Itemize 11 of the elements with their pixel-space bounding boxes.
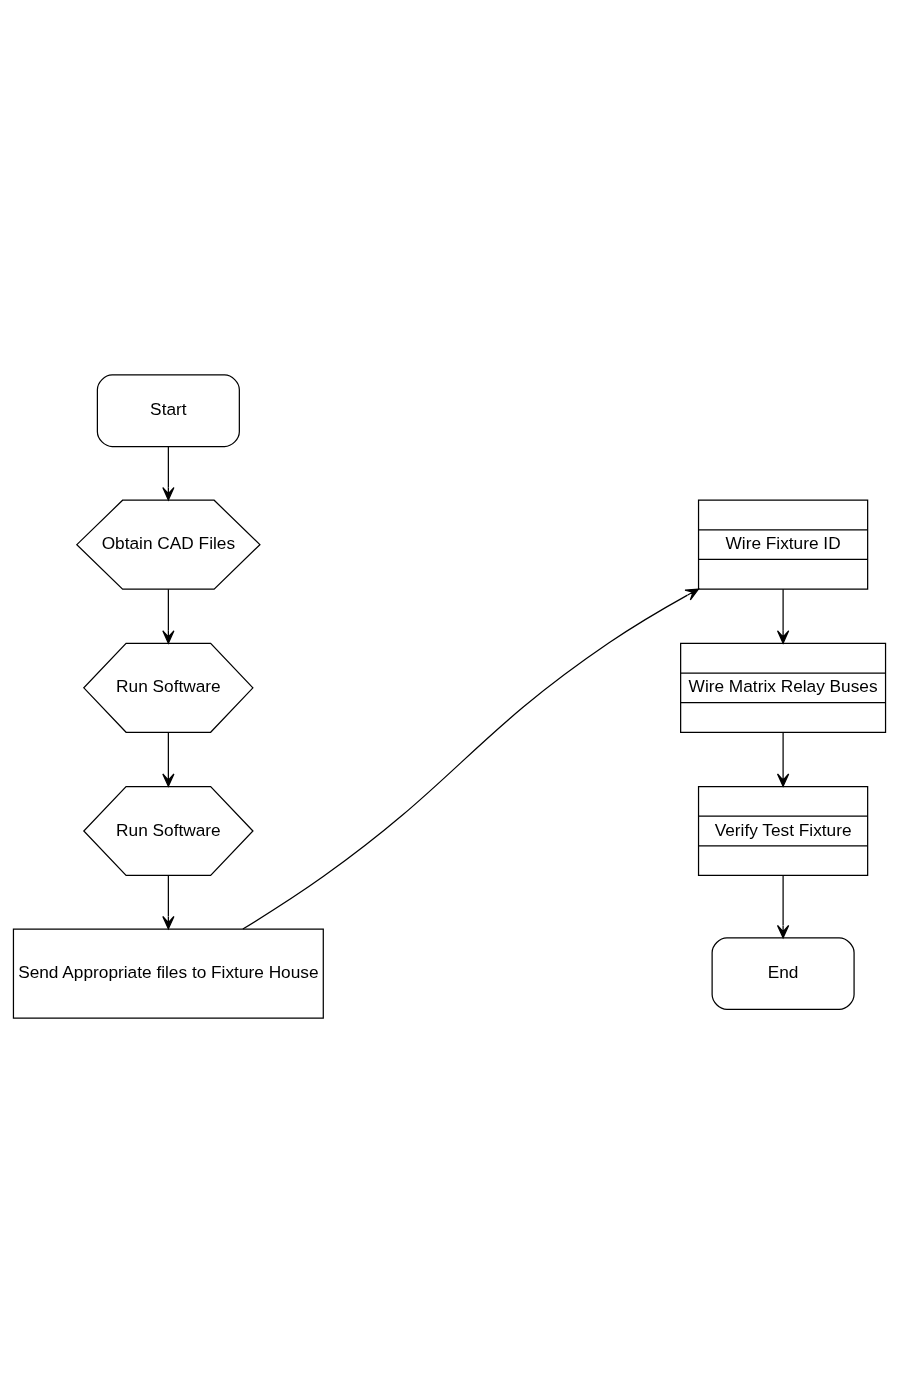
arrow	[776, 731, 790, 787]
node-box: Send Appropriate files to Fixture House	[12, 928, 324, 1019]
arrow	[162, 446, 175, 501]
arrow	[776, 588, 790, 644]
node-box: Start	[96, 374, 240, 448]
arrow	[162, 875, 175, 930]
arrow	[162, 731, 175, 787]
arrow	[776, 875, 790, 939]
arrow	[242, 588, 700, 930]
node-box: End	[711, 937, 855, 1011]
arrow	[162, 588, 175, 644]
